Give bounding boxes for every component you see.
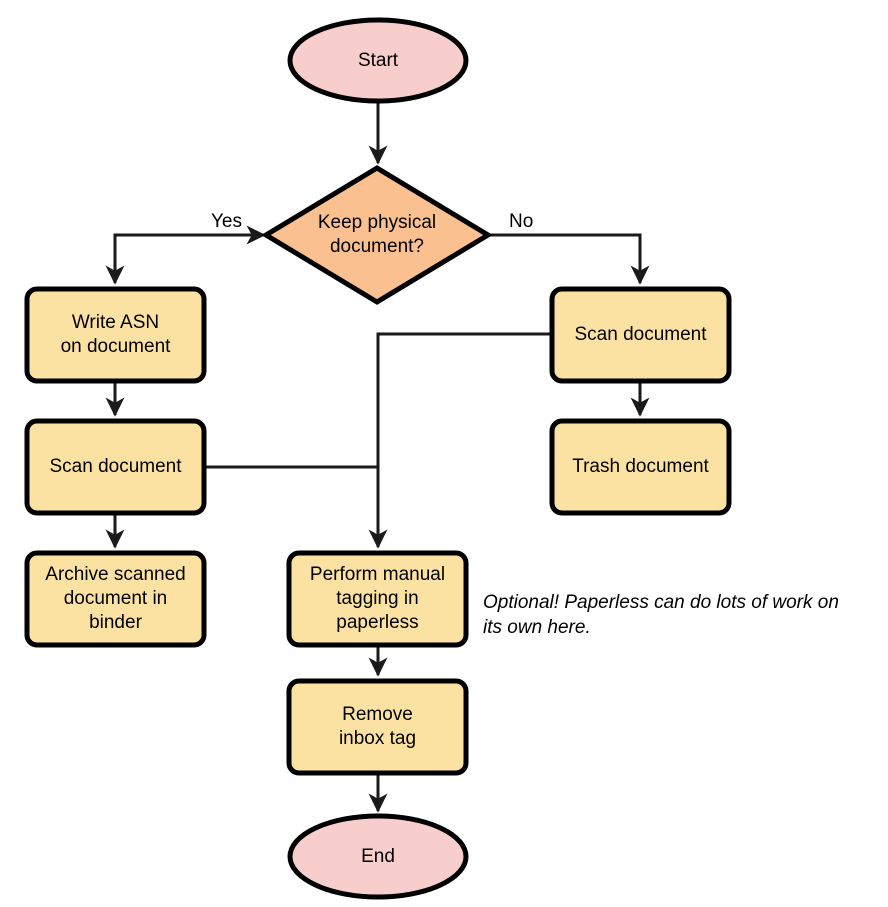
node-tagging[interactable] xyxy=(289,553,466,645)
node-archive[interactable] xyxy=(27,553,204,645)
node-trash-shape xyxy=(549,418,732,516)
node-write-asn-shape xyxy=(24,286,207,384)
node-tagging-shape xyxy=(286,550,469,648)
node-decision[interactable] xyxy=(266,168,488,302)
node-start-shape xyxy=(287,17,469,104)
edge-label-yes: Yes xyxy=(211,211,242,232)
node-trash[interactable] xyxy=(552,421,729,513)
node-end-shape xyxy=(287,813,469,900)
edge-decision-yes xyxy=(105,233,265,285)
node-decision-shape xyxy=(261,165,493,305)
node-scan-left-shape xyxy=(24,418,207,516)
node-write-asn[interactable] xyxy=(27,289,204,381)
edge-decision-no xyxy=(488,233,650,285)
node-scan-right-shape xyxy=(549,286,732,384)
node-archive-shape xyxy=(24,550,207,648)
node-scan-left[interactable] xyxy=(27,421,204,513)
note-optional: Optional! Paperless can do lots of work … xyxy=(483,592,839,638)
edge-label-no: No xyxy=(509,211,534,232)
node-remove-tag-shape xyxy=(286,678,469,776)
node-start[interactable] xyxy=(290,20,466,101)
node-scan-right[interactable] xyxy=(552,289,729,381)
node-end[interactable] xyxy=(290,816,466,897)
edge-scanright-to-tagging xyxy=(368,332,552,549)
node-remove-tag[interactable] xyxy=(289,681,466,773)
